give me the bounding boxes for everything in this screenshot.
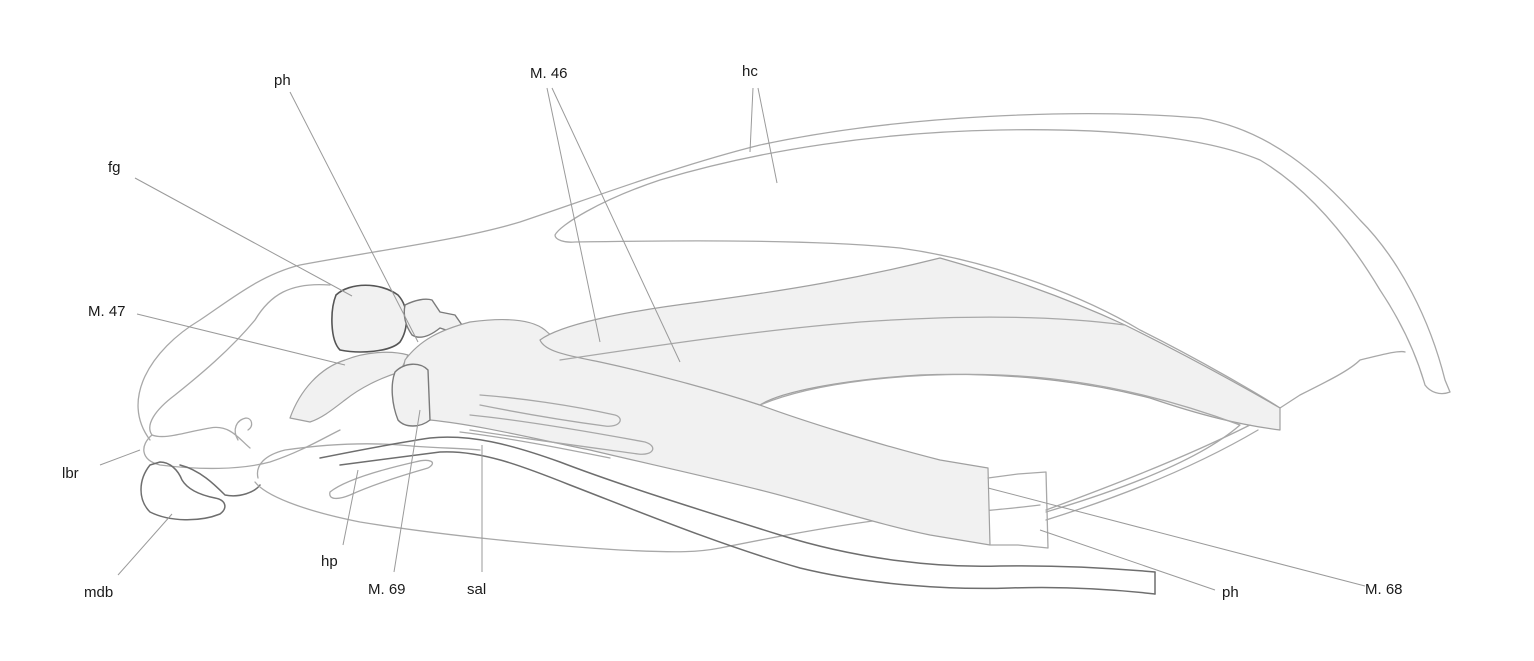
label-m47: M. 47 — [88, 303, 126, 320]
leader-hc-a — [750, 88, 753, 152]
leader-m68 — [988, 488, 1365, 586]
label-ph-bottom: ph — [1222, 584, 1239, 601]
label-m46: M. 46 — [530, 65, 568, 82]
leader-hc-b — [758, 88, 777, 183]
leader-m69 — [394, 410, 420, 572]
muscle-m69 — [392, 364, 430, 426]
leader-m46-a — [547, 88, 600, 342]
mandible-outline — [141, 462, 225, 520]
label-ph-top: ph — [274, 72, 291, 89]
muscle-m47 — [290, 352, 408, 422]
leader-lbr — [100, 450, 140, 465]
leader-fg — [135, 178, 352, 296]
hypopharynx-lobe — [330, 460, 433, 498]
label-m68: M. 68 — [1365, 581, 1403, 598]
head-capsule-inner — [150, 285, 330, 448]
leader-mdb — [118, 514, 172, 575]
label-hp: hp — [321, 553, 338, 570]
label-fg: fg — [108, 159, 121, 176]
label-m69: M. 69 — [368, 581, 406, 598]
label-mdb: mdb — [84, 584, 113, 601]
leader-ph-bottom — [1040, 530, 1215, 590]
label-hc: hc — [742, 63, 758, 80]
mandible-base — [180, 465, 260, 496]
posterior-connector-1 — [1046, 425, 1250, 510]
label-lbr: lbr — [62, 465, 79, 482]
leader-m47 — [137, 314, 345, 365]
label-sal: sal — [467, 581, 486, 598]
frontal-ganglion — [332, 285, 407, 352]
